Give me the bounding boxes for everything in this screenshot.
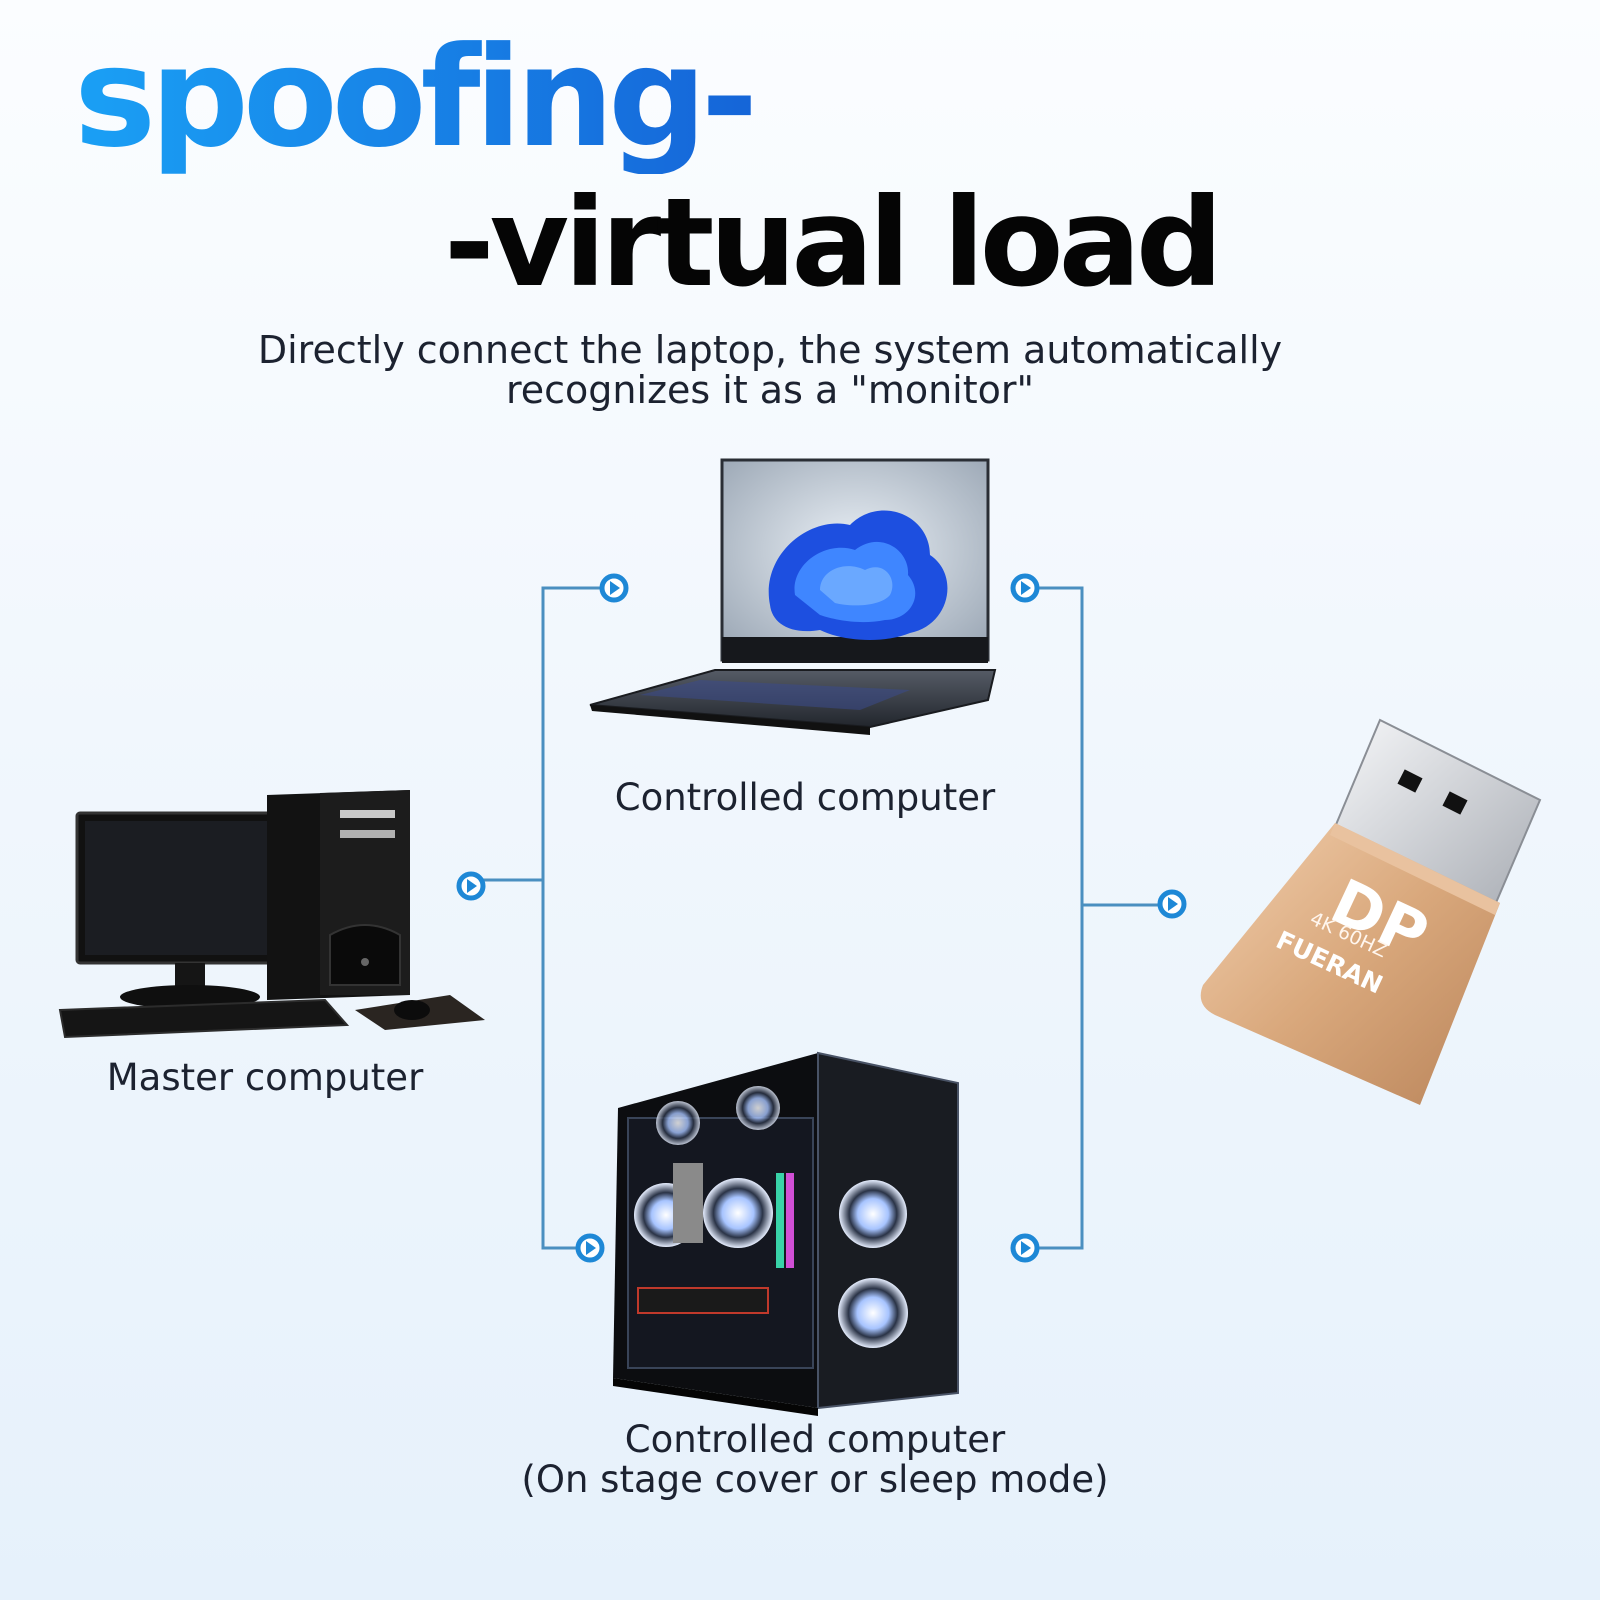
subtitle-line-1: Directly connect the laptop, the system … [257,328,1283,372]
title-virtual-load: -virtual load [444,172,1223,314]
gaming-pc-image [613,1051,959,1416]
master-computer-image [58,790,485,1039]
play-arrow-icon [1010,573,1040,603]
master-computer-label: Master computer [106,1056,424,1099]
laptop-label: Controlled computer [614,776,996,819]
subtitle-line-2: recognizes it as a "monitor" [506,368,1034,412]
play-arrow-icon [599,573,629,603]
laptop-image [589,458,997,735]
play-arrow-icon [1010,1233,1040,1263]
windows-bloom-icon [768,510,948,641]
title-spoofing: spoofing- [74,17,758,178]
play-arrow-icon [1157,889,1187,919]
play-arrow-icon [575,1233,605,1263]
desktop-pc-label-line-2: (On stage cover or sleep mode) [521,1458,1109,1501]
displayport-adapter-image: DP 4K 60HZ FUERAN [1200,718,1542,1105]
desktop-pc-label: Controlled computer (On stage cover or s… [470,1420,1160,1500]
play-arrow-icon [456,871,486,901]
subtitle: Directly connect the laptop, the system … [200,330,1340,410]
desktop-pc-label-line-1: Controlled computer [624,1418,1006,1461]
